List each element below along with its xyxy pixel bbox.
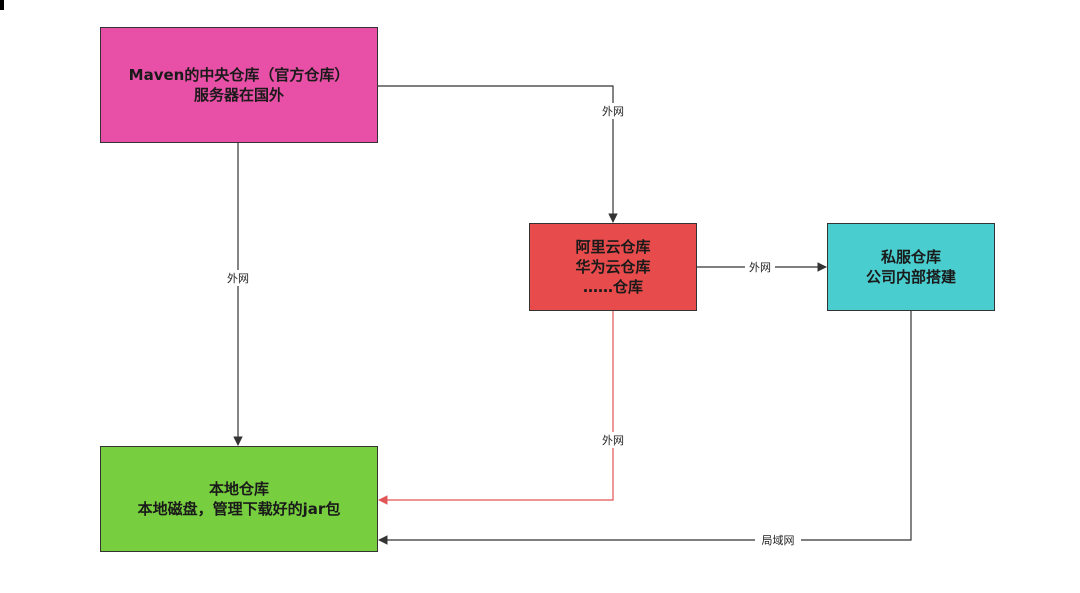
corner-mark	[0, 0, 4, 10]
edge-label-bg	[598, 103, 628, 119]
edge-label-mirror-to-local: 外网	[602, 434, 624, 447]
node-mirror-line3: ……仓库	[582, 278, 643, 296]
edge-private-to-local	[378, 311, 912, 545]
node-local-line2: 本地磁盘，管理下载好的jar包	[137, 500, 341, 518]
edge-label-central-to-mirror: 外网	[602, 105, 624, 118]
edge-label-bg	[745, 259, 775, 275]
node-central-repository: Maven的中央仓库（官方仓库） 服务器在国外	[100, 27, 378, 143]
node-private-line1: 私服仓库	[880, 248, 941, 266]
edge-label-bg	[223, 270, 253, 286]
edge-label-mirror-to-private: 外网	[749, 261, 771, 274]
edge-label-central-to-local: 外网	[227, 272, 249, 285]
node-mirror-line2: 华为云仓库	[575, 258, 651, 276]
edge-mirror-to-local	[378, 311, 614, 505]
node-private-line2: 公司内部搭建	[865, 268, 956, 286]
node-central-line1: Maven的中央仓库（官方仓库）	[128, 66, 350, 84]
node-mirror-line1: 阿里云仓库	[575, 238, 651, 256]
node-local-line1: 本地仓库	[208, 480, 269, 498]
node-central-line2: 服务器在国外	[193, 86, 284, 104]
edge-label-bg	[598, 432, 628, 448]
node-private-repository: 私服仓库 公司内部搭建	[827, 223, 995, 311]
edge-label-private-to-local: 局域网	[762, 534, 795, 547]
node-mirror-repository: 阿里云仓库 华为云仓库 ……仓库	[529, 223, 697, 311]
node-local-repository: 本地仓库 本地磁盘，管理下载好的jar包	[100, 446, 378, 552]
edge-central-to-mirror	[378, 85, 618, 223]
edge-label-bg	[755, 532, 801, 548]
